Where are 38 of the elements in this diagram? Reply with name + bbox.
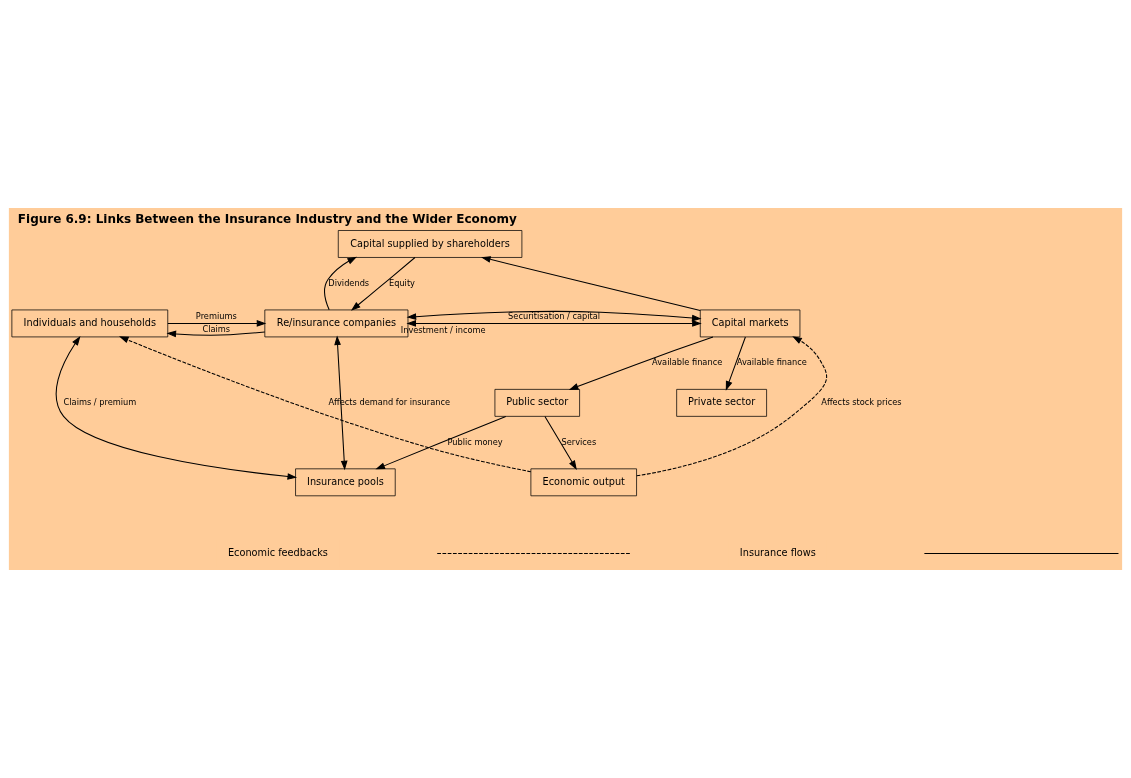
node-box: Public sector	[494, 389, 580, 417]
arrow	[406, 320, 702, 327]
node-box: Individuals and households	[11, 309, 169, 338]
arrow	[481, 256, 701, 312]
legend-label: Economic feedbacks	[227, 547, 328, 559]
edge-label: Affects stock prices	[821, 396, 902, 407]
diagram-title: Figure 6.9: Links Between the Insurance Industry and the Wider Economy	[17, 211, 517, 226]
arrow	[636, 336, 828, 477]
arrow	[406, 310, 702, 322]
arrow	[167, 320, 267, 327]
edge-label: Services	[561, 436, 597, 447]
edge-label: Claims	[202, 324, 231, 335]
edge-label: Affects demand for insurance	[328, 396, 451, 407]
edge-label: Equity	[388, 277, 415, 288]
edge-label: Dividends	[328, 277, 370, 288]
arrow	[166, 330, 266, 338]
legend-label: Insurance flows	[739, 547, 816, 559]
arrow	[55, 335, 298, 480]
node-box: Economic output	[530, 468, 637, 497]
arrow	[350, 257, 416, 311]
edge-label: Investment / income	[400, 324, 486, 335]
edge-label: Available finance	[736, 357, 807, 368]
edge-label: Securitisation / capital	[508, 310, 601, 321]
arrow	[324, 256, 357, 311]
arrow	[375, 415, 507, 470]
arrow	[544, 415, 577, 471]
edge-label: Claims / premium	[63, 396, 137, 407]
arrow	[118, 336, 532, 473]
arrow	[725, 336, 746, 391]
node-box: Capital supplied by shareholders	[337, 230, 523, 258]
edge-label: Public money	[447, 436, 503, 447]
arrow	[568, 336, 714, 390]
node-box: Capital markets	[699, 309, 801, 338]
node-box: Insurance pools	[295, 468, 396, 497]
edge-label: Available finance	[652, 357, 723, 368]
edge-label: Premiums	[195, 310, 237, 321]
node-box: Private sector	[676, 389, 767, 417]
arrow	[334, 335, 348, 471]
